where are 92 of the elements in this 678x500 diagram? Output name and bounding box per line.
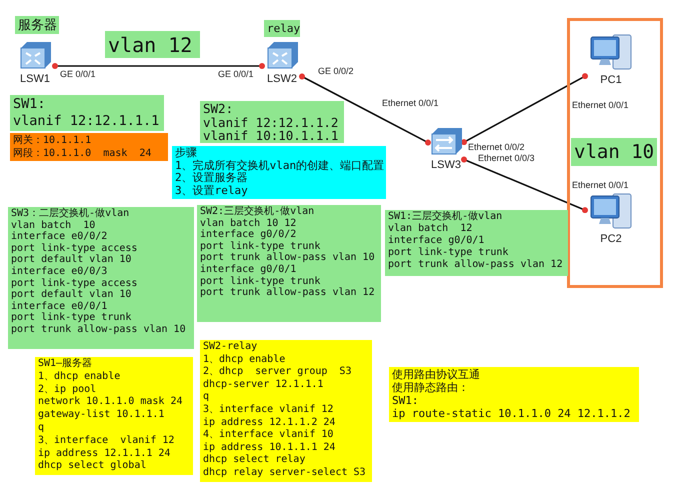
config-line: 使用静态路由： [392,381,470,394]
gateway-panel [10,133,168,161]
config-line: port trunk allow-pass vlan 10 [11,324,187,336]
config-line: 2、dhcp server group S3 [203,366,352,379]
config-line: port trunk allow-pass vlan 12 [200,287,376,299]
role-tag [264,20,300,37]
config-line: interface e0/0/3 [11,266,108,278]
config-line: port trunk allow-pass vlan 10 [200,252,376,264]
device-label: PC2 [600,233,622,245]
config-line: SW1—服务器 [38,358,94,371]
config-line: gateway-list 10.1.1.1 [38,409,166,422]
config-line: q [38,422,46,435]
config-line: vlan batch 10 [11,220,96,231]
device-label: LSW3 [431,159,461,171]
link-line [52,63,265,69]
config-line: dhcp select relay [203,454,306,467]
config-line: port default vlan 10 [11,254,132,266]
device-label: LSW1 [20,73,50,85]
address-line: vlanif 12:12.1.1.2 [203,116,340,129]
address-line: SW2: [203,102,234,116]
config-line: dhcp-server 12.1.1.1 [203,378,324,392]
config-line: interface g0/0/1 [200,264,298,276]
port-label: GE 0/0/1 [60,69,96,79]
config-line: port default vlan 10 [11,289,132,301]
config-line: ip address 12.1.1.2 24 [203,416,336,429]
port-label: Ethernet 0/0/3 [478,153,535,163]
config-line: 3、interface vlanif 12 [38,434,176,448]
gateway-line: 网关：10.1.1.1 [13,134,92,147]
vlan-frame [567,18,663,288]
link-line [299,74,431,146]
port-label: Ethernet 0/0/2 [468,142,525,152]
config-line: port link-type trunk [11,312,132,324]
config-line: interface g0/0/1 [388,235,486,247]
port-label: Ethernet 0/0/1 [382,98,439,108]
config-line: port link-type trunk [200,276,320,287]
vlan-text: vlan 12 [108,32,194,58]
config-line: SW1:三层交换机-做vlan [388,211,504,223]
step-line: 2、设置服务器 [175,172,249,185]
config-line: ip address 10.1.1.1 24 [203,442,336,454]
config-line: SW1: [392,394,420,407]
config-panel [35,357,193,475]
port-label: Ethernet 0/0/1 [572,180,629,190]
port-label: GE 0/0/2 [318,66,354,76]
device-label: LSW2 [267,73,297,85]
role-tag [15,16,59,34]
config-panel [200,340,372,482]
gateway-line: 网段：10.1.1.0 mask 24 [13,147,152,160]
step-line: 1、完成所有交换机vlan的创建、端口配置 [175,160,383,172]
config-line: 3、interface vlanif 12 [203,404,334,417]
link-line [461,73,588,146]
step-line: 步骤 [175,147,198,160]
address-line: SW1: [13,96,47,113]
config-line: SW3：二层交换机-做vlan [11,208,130,220]
config-line: 使用路由协议互通 [392,368,481,381]
address-panel [10,95,164,131]
config-line: dhcp relay server-select S3 [203,466,367,480]
config-line: 1、dhcp enable [38,370,122,384]
vlan-text: vlan 10 [574,140,654,165]
config-line: ip route-static 10.1.1.0 24 12.1.1.2 [392,407,632,420]
link-line [461,156,588,214]
config-line: port link-type trunk [388,247,510,259]
address-line: vlanif 10:10.1.1.1 [203,129,340,142]
tag-text: 服务器 [18,17,56,34]
config-line: 2、ip pool [38,384,98,396]
config-line: port link-type access [11,242,138,254]
config-line: ip address 12.1.1.1 24 [38,448,172,460]
config-line: vlan batch 10 12 [200,218,298,229]
config-line: vlan batch 12 [388,223,474,235]
config-line: port link-type access [11,278,138,289]
config-line: port trunk allow-pass vlan 12 [388,259,564,271]
config-line: network 10.1.1.0 mask 24 [38,396,184,409]
address-line: vlanif 12:12.1.1.1 [13,113,160,130]
config-line: port link-type trunk [200,240,322,252]
config-line: interface e0/0/1 [11,300,108,312]
config-line: dhcp select global [38,460,148,474]
config-line: SW2:三层交换机-做vlan [200,206,316,218]
config-line: SW2-relay [203,341,258,354]
config-line: interface g0/0/2 [200,229,298,241]
config-panel [385,210,568,276]
config-line: q [203,391,210,404]
port-label: Ethernet 0/0/1 [572,100,629,110]
config-line: 4、interface vlanif 10 [203,429,334,442]
port-label: GE 0/0/1 [218,69,254,79]
steps-panel [172,146,386,199]
config-panel [389,367,639,422]
config-line: 1、dhcp enable [203,354,286,366]
device-label: PC1 [600,74,622,86]
address-panel [200,101,344,143]
step-line: 3、设置relay [175,184,249,198]
config-line: interface e0/0/2 [11,231,108,243]
config-panel [197,205,381,322]
config-panel [8,207,194,349]
